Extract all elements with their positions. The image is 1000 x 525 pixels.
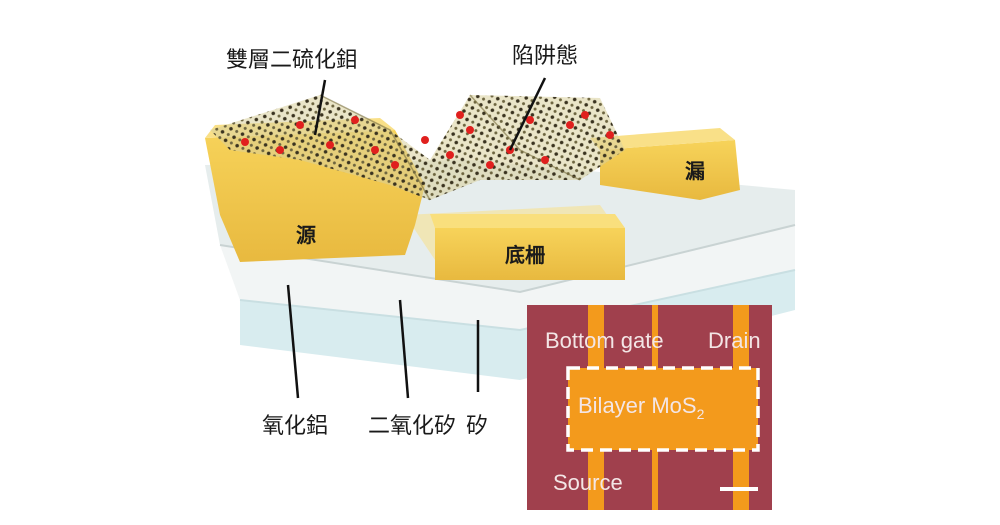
label-source: 源 [296, 223, 316, 247]
inset-label-bottom-gate: Bottom gate [545, 328, 664, 353]
scale-bar [720, 487, 758, 491]
trap-states [241, 111, 614, 169]
inset-channel [568, 368, 758, 450]
drain-electrode [590, 128, 740, 200]
label-alumina: 氧化鋁 [262, 414, 328, 439]
label-drain: 漏 [685, 159, 705, 183]
inset-label-source: Source [553, 470, 623, 495]
label-silica: 二氧化矽 [368, 414, 456, 439]
silica-layer [220, 225, 795, 330]
silicon-layer [240, 270, 795, 380]
leader-lines [286, 77, 547, 399]
label-bilayer-mos2: 雙層二硫化鉬 [226, 48, 358, 73]
inset-label-drain: Drain [708, 328, 761, 353]
label-trap-states: 陷阱態 [512, 44, 578, 69]
inset-label-channel: Bilayer MoS2 [578, 393, 705, 422]
label-silicon: 矽 [466, 414, 488, 439]
label-bottom-gate: 底柵 [505, 243, 545, 267]
device-micrograph-inset: Bottom gate Drain Bilayer MoS2 Source [527, 305, 772, 510]
mos2-layer [210, 94, 625, 201]
bottom-gate-electrode [405, 205, 625, 280]
